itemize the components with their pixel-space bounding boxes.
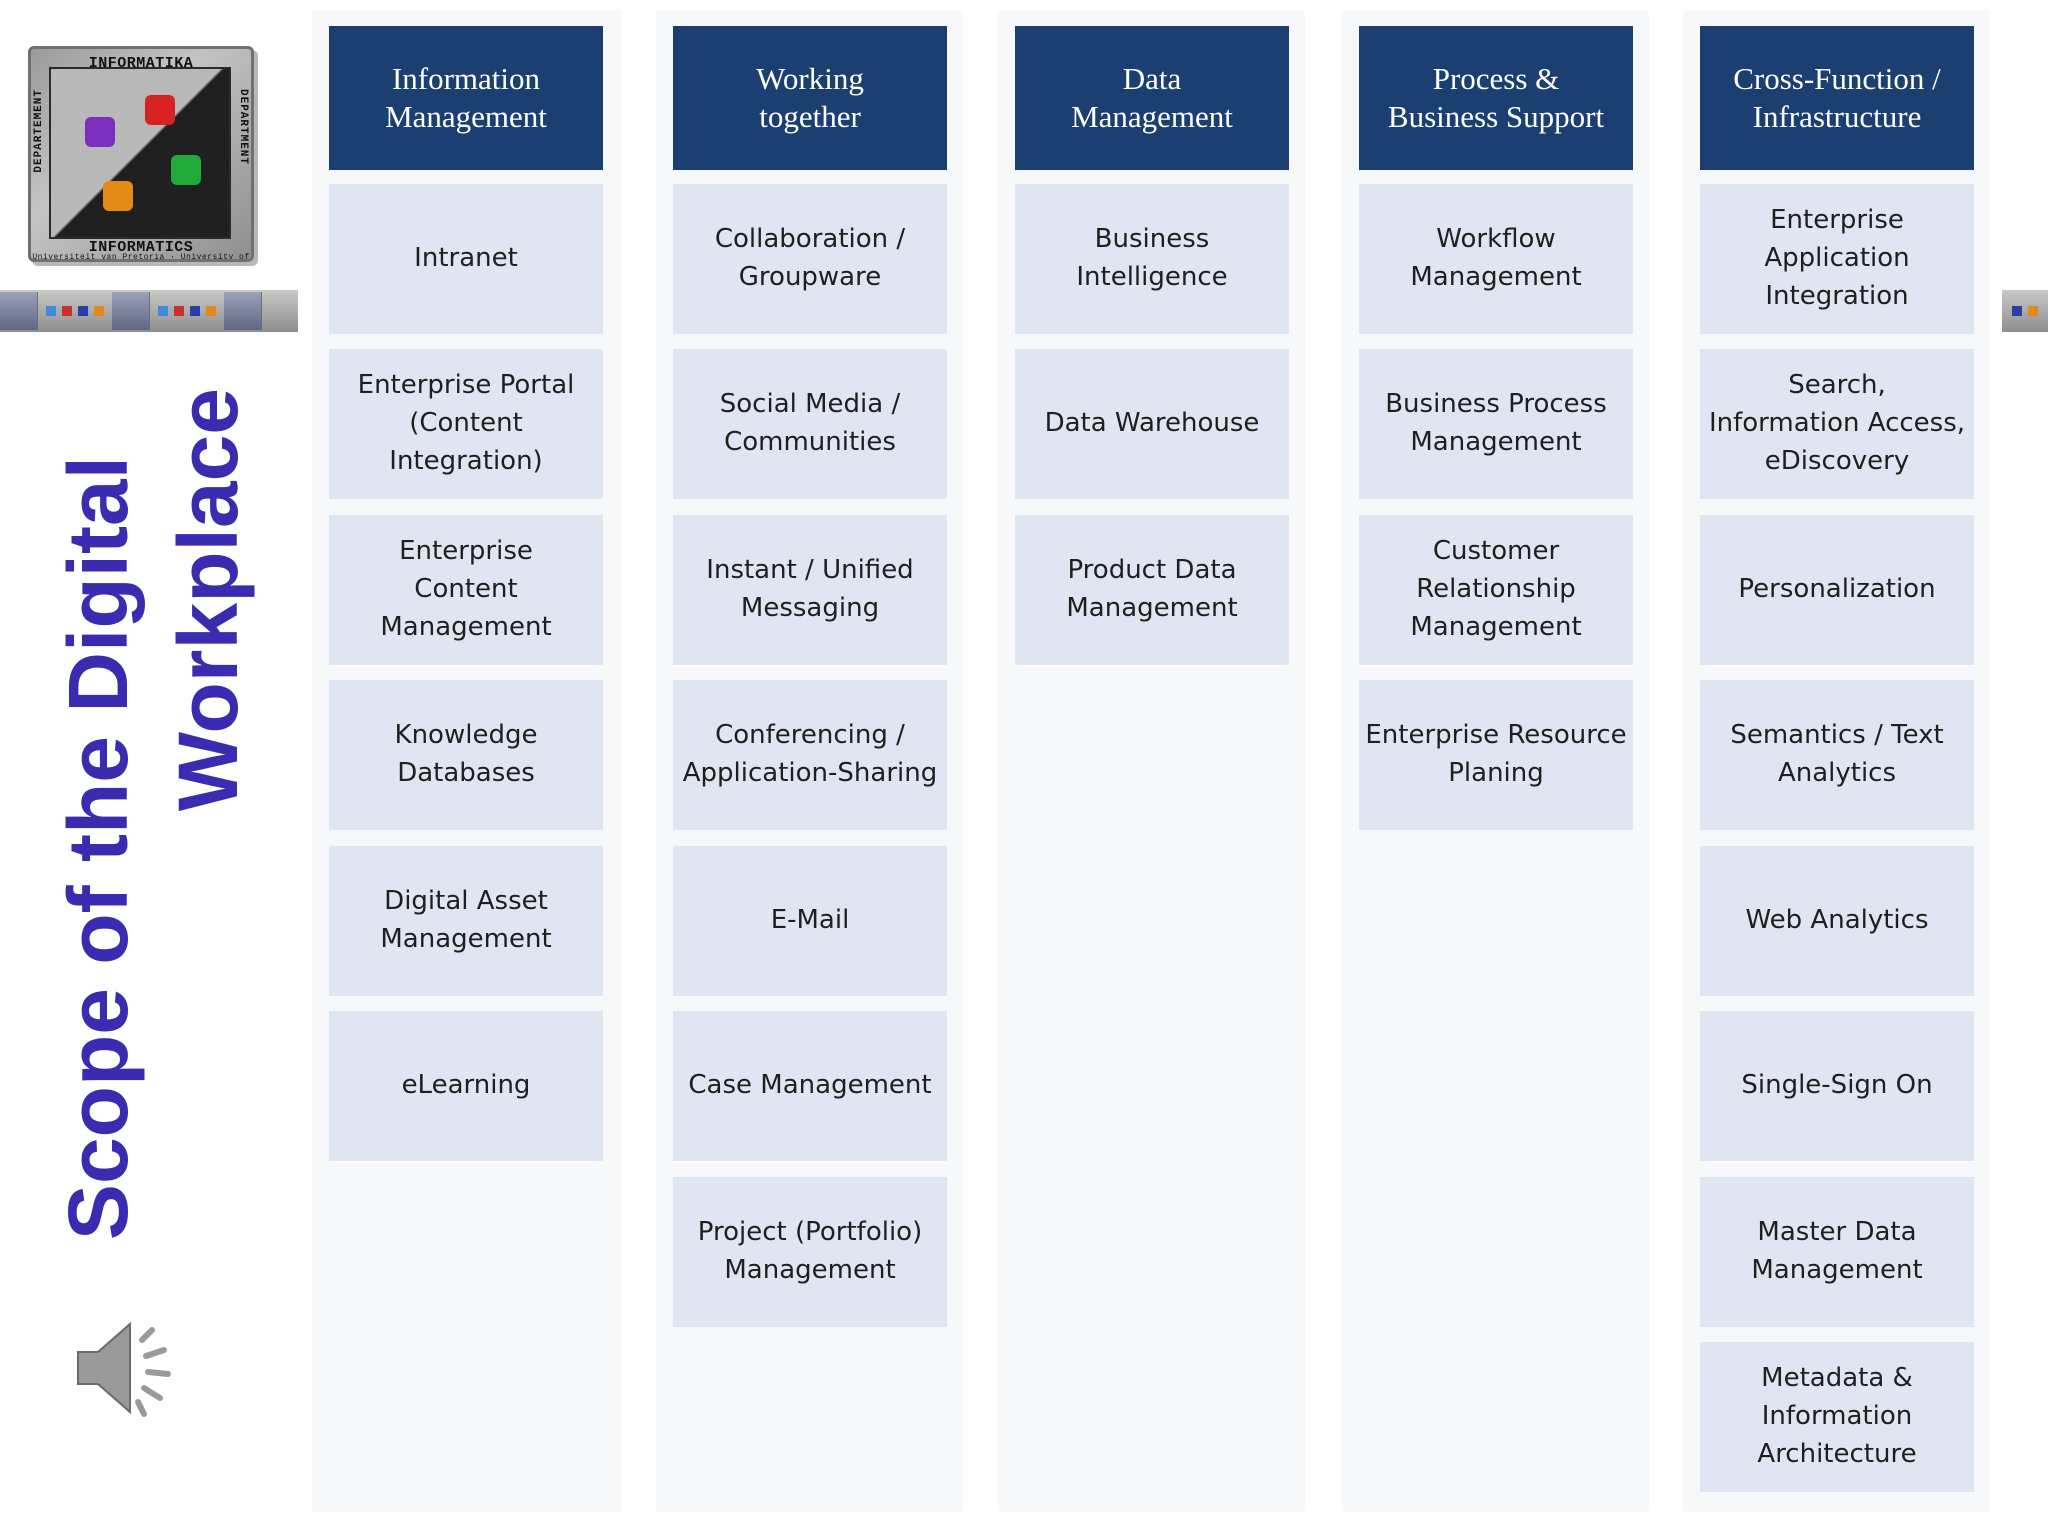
diagram-cell: Enterprise Application Integration: [1700, 184, 1974, 334]
diagram-cell: Master Data Management: [1700, 1177, 1974, 1327]
bar-dot: [206, 306, 216, 316]
logo-small-text: Universiteit van Pretoria · University o…: [32, 253, 250, 262]
bar-dot: [158, 306, 168, 316]
diagram-cell: Personalization: [1700, 515, 1974, 665]
puzzle-icon-green: [171, 155, 201, 185]
diagram-cell: Conferencing / Application-Sharing: [673, 680, 947, 830]
page-title: Scope of the Digital Workplace: [50, 380, 260, 1240]
diagram-cell: Enterprise Resource Planing: [1359, 680, 1633, 830]
column-header: Process & Business Support: [1359, 26, 1633, 170]
diagram-cell: Project (Portfolio) Management: [673, 1177, 947, 1327]
logo-bottom-text: INFORMATICS: [88, 239, 194, 256]
diagram-cell: Customer Relationship Management: [1359, 515, 1633, 665]
logo-left-text: DEPARTEMENT: [33, 89, 45, 173]
bar-dot: [190, 306, 200, 316]
diagram-cell: Product Data Management: [1015, 515, 1289, 665]
bar-dot: [2012, 306, 2022, 316]
column-header: Information Management: [329, 26, 603, 170]
bar-segment: [0, 292, 38, 330]
diagram-cell: Data Warehouse: [1015, 349, 1289, 499]
puzzle-icon-orange: [103, 181, 133, 211]
column-working-together: Working together Collaboration / Groupwa…: [656, 10, 963, 1512]
diagram-cell: Knowledge Databases: [329, 680, 603, 830]
bar-dot: [78, 306, 88, 316]
title-line-1: Scope of the Digital: [51, 455, 145, 1240]
department-logo: INFORMATIKA DEPARTEMENT DEPARTMENT INFOR…: [28, 46, 254, 262]
bar-dot: [94, 306, 104, 316]
bar-dot: [46, 306, 56, 316]
bar-dot: [174, 306, 184, 316]
bar-segment: [224, 292, 262, 330]
diagram-cell: Workflow Management: [1359, 184, 1633, 334]
title-line-2: Workplace: [161, 388, 255, 812]
diagram-cell: Web Analytics: [1700, 846, 1974, 996]
diagram-cell: Intranet: [329, 184, 603, 334]
bar-dot: [2028, 306, 2038, 316]
column-header: Data Management: [1015, 26, 1289, 170]
diagram-cell: eLearning: [329, 1011, 603, 1161]
diagram-cell: Social Media / Communities: [673, 349, 947, 499]
diagram-cell: Search, Information Access, eDiscovery: [1700, 349, 1974, 499]
diagram-cell: Digital Asset Management: [329, 846, 603, 996]
diagram-cell: Metadata & Information Architecture: [1700, 1342, 1974, 1492]
decorative-bar-left: [0, 290, 298, 332]
diagram-cell: Single-Sign On: [1700, 1011, 1974, 1161]
logo-right-text: DEPARTMENT: [237, 89, 249, 166]
decorative-bar-right: [2002, 290, 2048, 332]
logo-emblem: [49, 67, 231, 239]
column-process-business-support: Process & Business Support Workflow Mana…: [1342, 10, 1649, 1512]
bar-segment: [112, 292, 150, 330]
diagram-cell: Enterprise Portal (Content Integration): [329, 349, 603, 499]
bar-dots: [150, 306, 224, 316]
diagram-cell: Business Intelligence: [1015, 184, 1289, 334]
diagram-cell: Collaboration / Groupware: [673, 184, 947, 334]
column-header: Working together: [673, 26, 947, 170]
speaker-icon[interactable]: [74, 1320, 184, 1420]
column-header: Cross-Function / Infrastructure: [1700, 26, 1974, 170]
diagram-cell: Business Process Management: [1359, 349, 1633, 499]
diagram-cell: E-Mail: [673, 846, 947, 996]
diagram-cell: Semantics / Text Analytics: [1700, 680, 1974, 830]
bar-dots: [38, 306, 112, 316]
bar-dot: [62, 306, 72, 316]
puzzle-icon-red: [145, 95, 175, 125]
column-cross-function-infrastructure: Cross-Function / Infrastructure Enterpri…: [1683, 10, 1990, 1512]
column-information-management: Information Management Intranet Enterpri…: [312, 10, 622, 1512]
puzzle-icon-purple: [85, 117, 115, 147]
diagram-cell: Instant / Unified Messaging: [673, 515, 947, 665]
column-data-management: Data Management Business Intelligence Da…: [998, 10, 1305, 1512]
diagram-cell: Case Management: [673, 1011, 947, 1161]
diagram-cell: Enterprise Content Management: [329, 515, 603, 665]
